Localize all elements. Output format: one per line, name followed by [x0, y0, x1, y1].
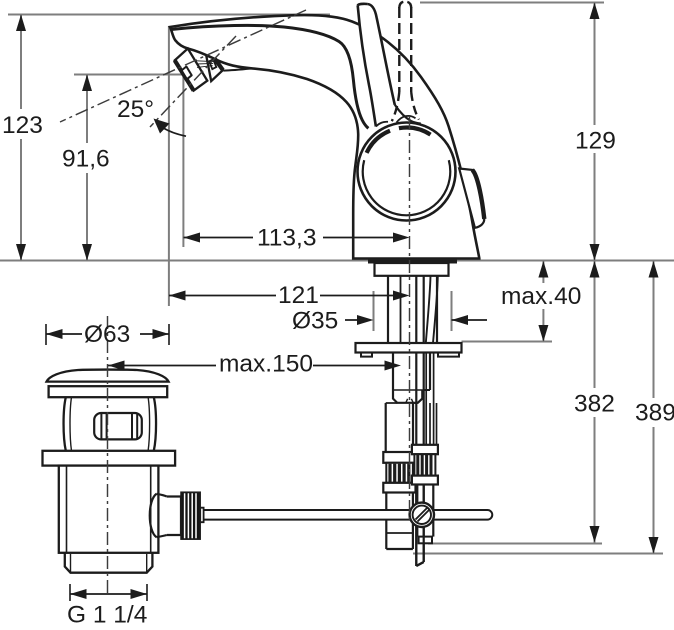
svg-text:25°: 25°	[117, 96, 154, 123]
svg-text:382: 382	[574, 391, 615, 418]
svg-text:113,3: 113,3	[257, 225, 317, 252]
svg-text:max.150: max.150	[219, 351, 313, 378]
svg-text:91,6: 91,6	[62, 146, 110, 173]
svg-text:Ø35: Ø35	[292, 308, 338, 335]
svg-text:121: 121	[278, 282, 319, 309]
svg-text:129: 129	[575, 128, 616, 155]
svg-text:389: 389	[635, 400, 674, 427]
svg-text:123: 123	[2, 112, 43, 139]
svg-text:max.40: max.40	[501, 283, 581, 310]
svg-text:Ø63: Ø63	[84, 321, 130, 348]
svg-text:G 1 1/4: G 1 1/4	[67, 602, 147, 629]
